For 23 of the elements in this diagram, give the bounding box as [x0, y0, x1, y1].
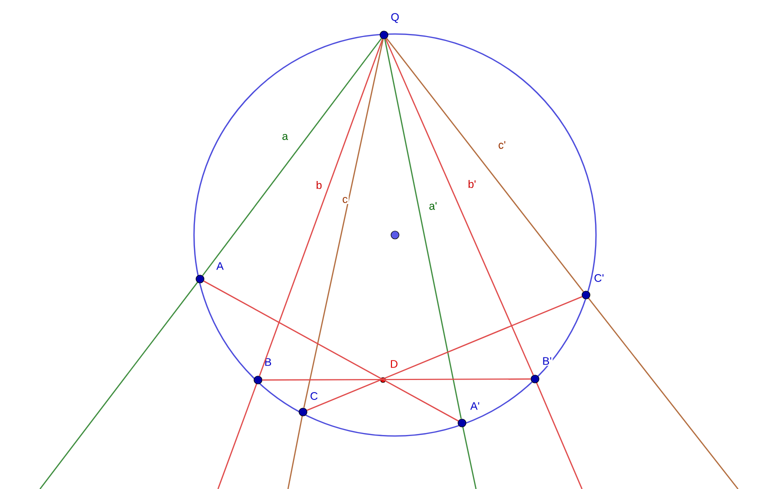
- point-label: C: [309, 391, 319, 401]
- line-label: b: [314, 180, 324, 190]
- line: [384, 39, 462, 419]
- point-label: B': [541, 356, 553, 366]
- line: [303, 39, 384, 408]
- point-marker: [390, 230, 400, 240]
- line-label: a': [428, 201, 438, 211]
- point-label: A': [469, 401, 481, 411]
- line-label: b': [466, 178, 478, 190]
- point-label: Q: [390, 12, 400, 24]
- line: [386, 38, 584, 292]
- line-label: c': [497, 140, 507, 150]
- line: [258, 38, 384, 376]
- line: [203, 280, 459, 422]
- line: [306, 296, 582, 411]
- line: [385, 38, 534, 376]
- line-label: a: [280, 132, 290, 141]
- point-label: A: [215, 261, 225, 271]
- point-label: D: [389, 359, 399, 369]
- line-label: c: [341, 196, 349, 204]
- line: [262, 378, 531, 381]
- line: [202, 38, 382, 276]
- point-label: C': [592, 273, 606, 283]
